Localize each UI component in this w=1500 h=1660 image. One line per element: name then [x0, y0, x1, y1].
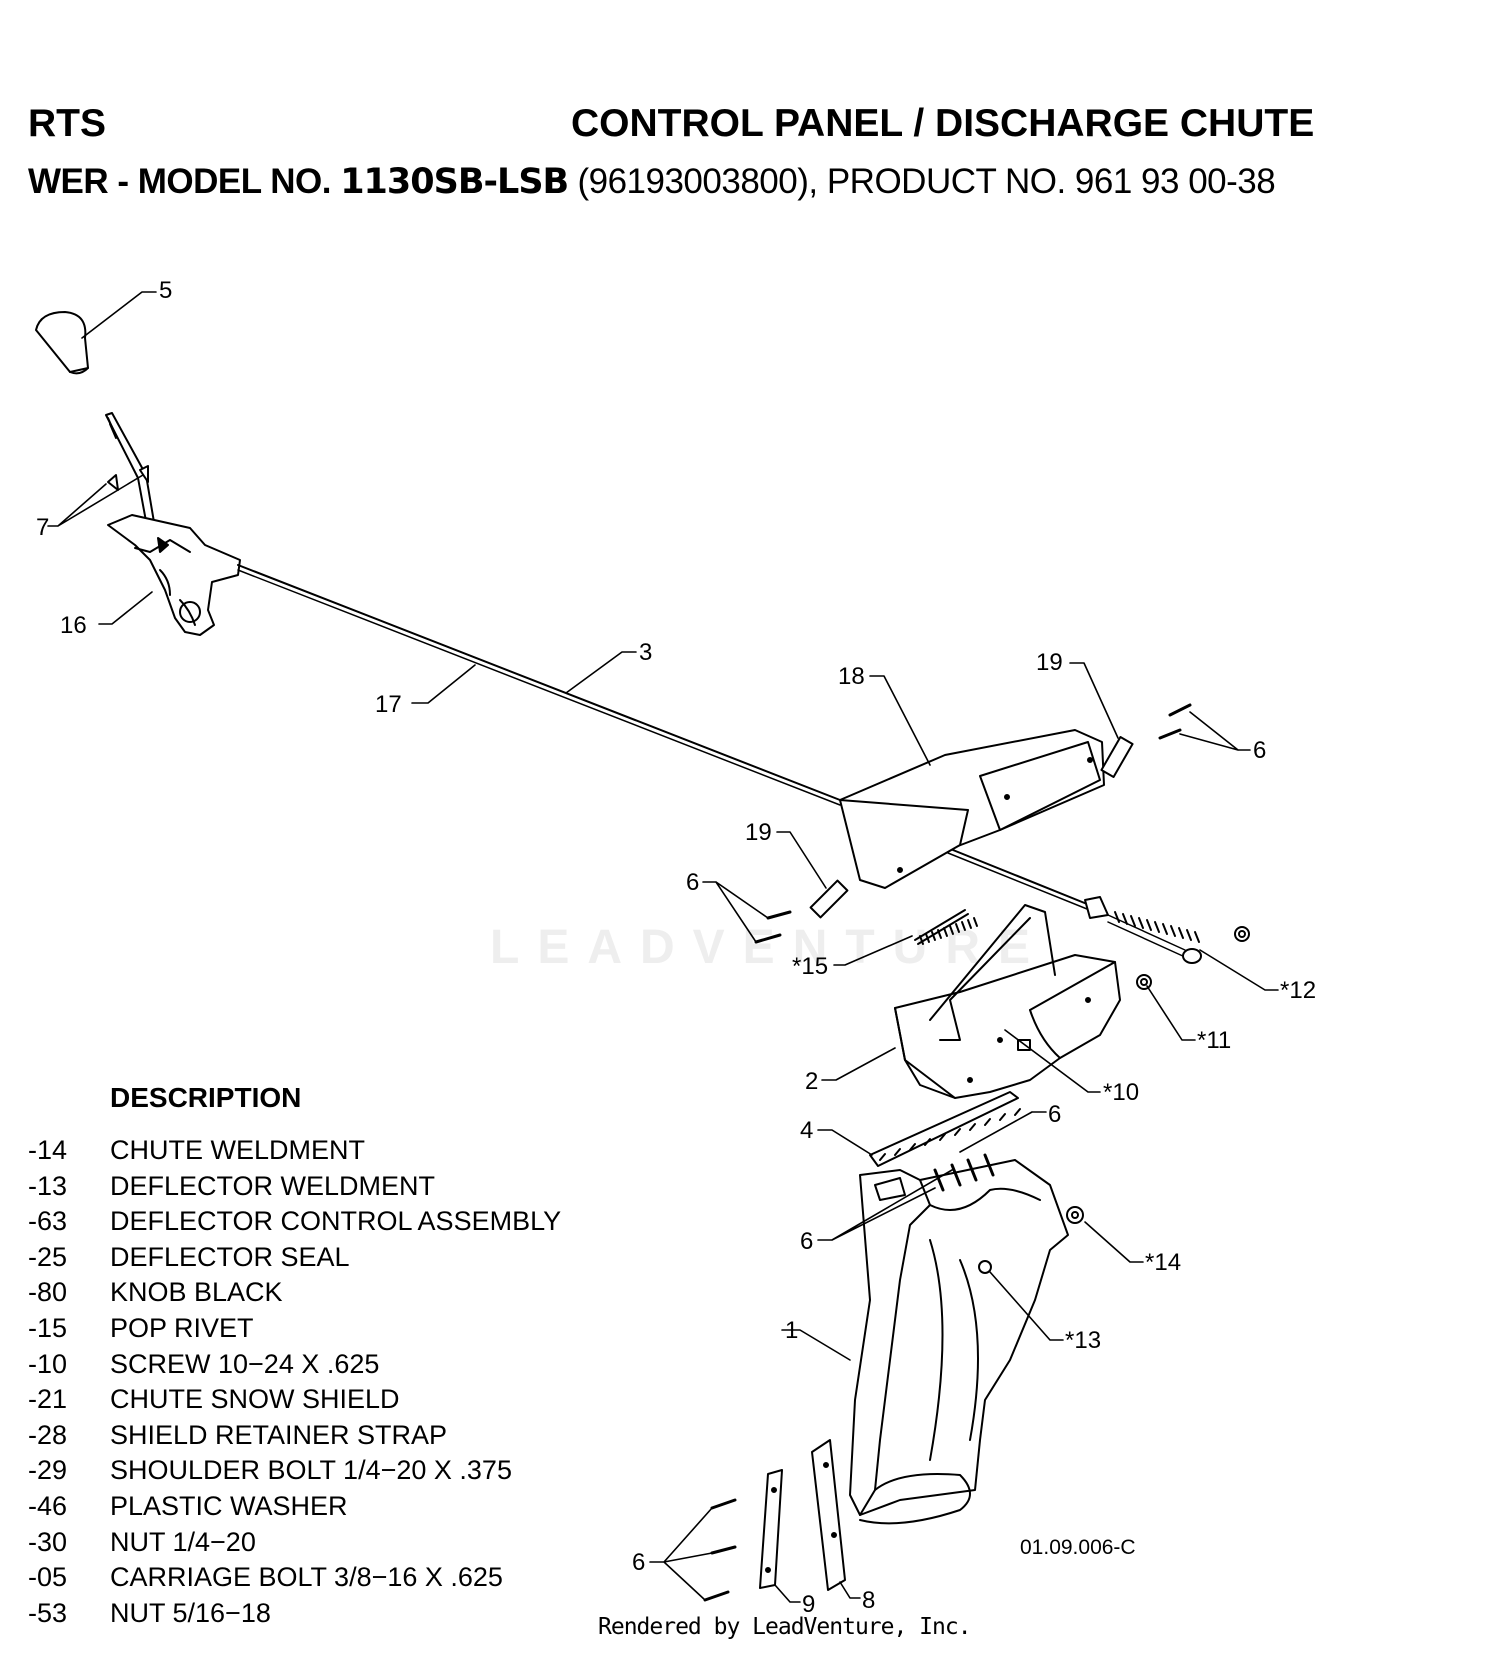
part-number-suffix: -46: [28, 1490, 68, 1521]
part-description: NUT 5/16−18: [110, 1597, 271, 1628]
deflector-weldment-part: [894, 904, 1121, 1099]
bolts-6-upper: [1158, 703, 1192, 740]
callout-14: *14: [1145, 1249, 1181, 1276]
parts-list-item: -46 PLASTIC WASHER: [28, 1489, 561, 1525]
pivot-bracket-part: [107, 514, 241, 636]
part-description: DEFLECTOR WELDMENT: [110, 1170, 436, 1201]
page-title: CONTROL PANEL / DISCHARGE CHUTE: [571, 102, 1315, 145]
part-description: KNOB BLACK: [110, 1277, 283, 1308]
part-number-suffix: -28: [28, 1419, 68, 1450]
nut-part-14: [1066, 1206, 1084, 1224]
parts-list-item: -80 KNOB BLACK: [28, 1275, 561, 1311]
callout-6-lower: 6: [632, 1549, 645, 1576]
part-number-suffix: -13: [28, 1170, 68, 1201]
part-description: PLASTIC WASHER: [110, 1490, 348, 1521]
callout-19-upper: 19: [1036, 649, 1063, 676]
callout-19-lower: 19: [745, 819, 772, 846]
part-description: POP RIVET: [110, 1312, 254, 1343]
model-line: WER - MODEL NO. 1130SB-LSB (96193003800)…: [28, 162, 1276, 202]
callout-2: 2: [805, 1068, 818, 1095]
callout-6-middle: 6: [686, 869, 699, 896]
parts-list-item: -25 DEFLECTOR SEAL: [28, 1240, 561, 1276]
callout-16: 16: [60, 612, 87, 639]
leader-lines: [47, 291, 1279, 1603]
part-number-suffix: -53: [28, 1597, 68, 1628]
part-number-suffix: -25: [28, 1241, 68, 1272]
pop-rivets-7: [107, 465, 149, 491]
part-number-suffix: -29: [28, 1455, 68, 1486]
part-description: DEFLECTOR CONTROL ASSEMBLY: [110, 1206, 562, 1237]
footer-credit: Rendered by LeadVenture, Inc.: [598, 1614, 972, 1640]
diagram-reference-code: 01.09.006-C: [1020, 1536, 1136, 1559]
chute-weldment-part: [849, 1159, 1069, 1525]
callout-9: 9: [802, 1591, 815, 1618]
part-description: CHUTE SNOW SHIELD: [110, 1384, 400, 1415]
model-prefix: WER - MODEL NO.: [28, 162, 331, 201]
part-number-suffix: -21: [28, 1384, 68, 1415]
chute-snow-shield-part: [811, 1439, 846, 1591]
parts-list-item: -53 NUT 5/16−18: [28, 1596, 561, 1632]
part-number-suffix: -15: [28, 1312, 68, 1343]
part-description: NUT 1/4−20: [110, 1526, 256, 1557]
retainer-strap-part-upper: [1100, 736, 1134, 778]
parts-list-item: -30 NUT 1/4−20: [28, 1525, 561, 1561]
parts-list-item: -15 POP RIVET: [28, 1311, 561, 1347]
part-description: DEFLECTOR SEAL: [110, 1241, 350, 1272]
part-description: CHUTE WELDMENT: [110, 1135, 365, 1165]
callout-13: *13: [1065, 1327, 1101, 1354]
knob-part: [35, 311, 89, 375]
deflector-control-housing-part: [839, 729, 1105, 889]
part-description: CARRIAGE BOLT 3/8−16 X .625: [110, 1562, 503, 1593]
callout-7: 7: [36, 514, 49, 541]
callout-4: 4: [800, 1117, 813, 1144]
spring-part-15: [914, 909, 978, 945]
spring-adjuster-part: [1084, 896, 1202, 964]
callout-18: 18: [838, 663, 865, 690]
model-number: 1130SB-LSB: [340, 162, 569, 202]
parts-list-item: -05 CARRIAGE BOLT 3/8−16 X .625: [28, 1560, 561, 1596]
parts-list-item: -14 CHUTE WELDMENT: [28, 1133, 561, 1169]
callout-3: 3: [639, 639, 652, 666]
callout-8: 8: [862, 1587, 875, 1614]
callout-6-upper: 6: [1253, 737, 1266, 764]
parts-list-item: -63 DEFLECTOR CONTROL ASSEMBLY: [28, 1204, 561, 1240]
chute-rivets-6: [933, 1153, 995, 1192]
part-description: SCREW 10−24 X .625: [110, 1348, 380, 1379]
callout-5: 5: [159, 277, 172, 304]
part-number-suffix: -05: [28, 1562, 68, 1593]
parts-list-item: -21 CHUTE SNOW SHIELD: [28, 1382, 561, 1418]
callout-15: *15: [792, 953, 828, 980]
description-heading: DESCRIPTION: [110, 1082, 302, 1113]
shield-retainer-strap-part: [759, 1469, 783, 1589]
callout-10: *10: [1103, 1079, 1139, 1106]
carriage-bolts-6: [703, 1498, 737, 1602]
part-number-suffix: -10: [28, 1348, 68, 1379]
parts-list-item: -29 SHOULDER BOLT 1/4−20 X .375: [28, 1453, 561, 1489]
part-number-suffix: -80: [28, 1277, 68, 1308]
retainer-strap-part-lower: [809, 879, 849, 919]
part-description: SHIELD RETAINER STRAP: [110, 1419, 448, 1450]
part-number-suffix: -30: [28, 1526, 68, 1557]
bolts-6-middle: [754, 910, 792, 944]
part-number-suffix: -63: [28, 1206, 68, 1237]
deflector-seal-part: [869, 1091, 1021, 1167]
callout-17: 17: [375, 691, 402, 718]
parts-list-item: -13 DEFLECTOR WELDMENT: [28, 1169, 561, 1205]
callout-1: 1: [785, 1317, 798, 1344]
parts-list-item: -28 SHIELD RETAINER STRAP: [28, 1418, 561, 1454]
control-rod-part: [237, 564, 1093, 912]
model-suffix: (96193003800), PRODUCT NO. 961 93 00-38: [577, 162, 1276, 201]
callout-12: *12: [1280, 977, 1316, 1004]
parts-list-item: -10 SCREW 10−24 X .625: [28, 1347, 561, 1383]
part-number-suffix: -14: [28, 1135, 68, 1165]
callout-6-chute-top: 6: [1048, 1101, 1061, 1128]
callout-6-chute-left: 6: [800, 1228, 813, 1255]
part-description: SHOULDER BOLT 1/4−20 X .375: [110, 1455, 512, 1486]
header-left-title: RTS: [28, 102, 106, 145]
callout-11: *11: [1197, 1027, 1231, 1054]
